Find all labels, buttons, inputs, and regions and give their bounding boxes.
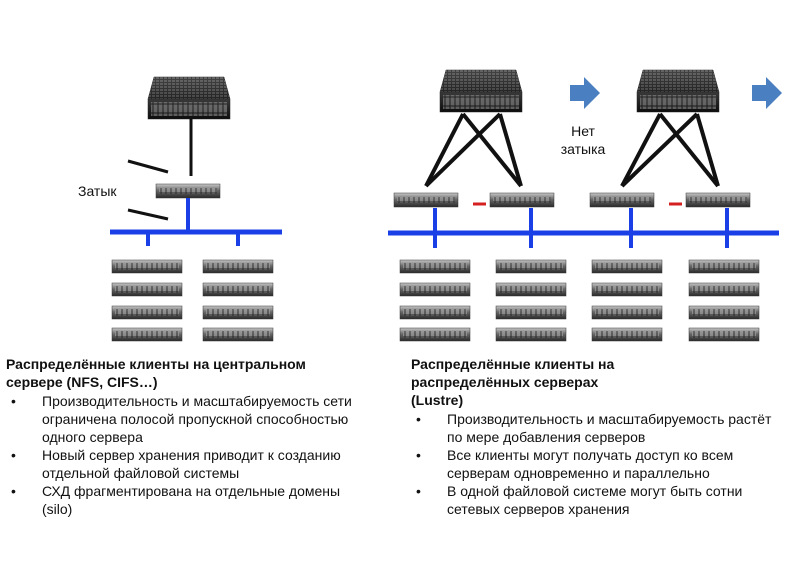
bottleneck-pointer-line: [127, 208, 169, 221]
server-icon: [685, 192, 751, 208]
client-node-icon: [495, 282, 567, 297]
client-nodes-right: [399, 259, 760, 342]
right-description: Распределённые клиенты на распределённых…: [411, 355, 783, 518]
right-bullet-list: •Производительность и масштабируемость р…: [416, 410, 777, 518]
left-bullet-list: •Производительность и масштабируемость с…: [11, 392, 361, 518]
bottleneck-label: Затык: [78, 183, 117, 199]
network-drops: [433, 208, 729, 248]
client-node-icon: [688, 259, 760, 274]
client-node-icon: [202, 327, 274, 342]
client-node-icon: [688, 305, 760, 320]
left-description: Распределённые клиенты на центральном се…: [6, 355, 361, 518]
storage-enclosure-icon: [439, 69, 523, 113]
list-item: •Производительность и масштабируемость с…: [11, 393, 352, 445]
client-node-icon: [591, 327, 663, 342]
bottleneck-pointer-line: [127, 159, 169, 174]
client-node-icon: [202, 259, 274, 274]
list-item: •Все клиенты могут получать доступ ко вс…: [416, 447, 734, 481]
client-node-icon: [202, 282, 274, 297]
list-item: •В одной файловой системе могут быть сот…: [416, 483, 743, 517]
client-node-icon: [688, 282, 760, 297]
client-node-icon: [399, 259, 471, 274]
client-nodes-left: [111, 259, 274, 342]
arrow-right-icon: [752, 77, 782, 109]
server-icon: [155, 183, 221, 199]
client-node-icon: [111, 327, 183, 342]
client-node-icon: [688, 327, 760, 342]
server-icon: [589, 192, 655, 208]
client-node-icon: [495, 327, 567, 342]
client-node-icon: [399, 282, 471, 297]
client-node-icon: [591, 282, 663, 297]
client-node-icon: [111, 259, 183, 274]
arrow-right-icon: [570, 77, 600, 109]
client-node-icon: [202, 305, 274, 320]
client-node-icon: [495, 305, 567, 320]
client-node-icon: [111, 282, 183, 297]
client-node-icon: [591, 259, 663, 274]
server-icon: [489, 192, 555, 208]
left-heading: Распределённые клиенты на центральном се…: [6, 356, 306, 390]
list-item: •Новый сервер хранения приводит к создан…: [11, 447, 341, 481]
right-heading: Распределённые клиенты на распределённых…: [411, 356, 615, 408]
client-node-icon: [495, 259, 567, 274]
no-bottleneck-label: Нет затыка: [560, 123, 606, 157]
client-node-icon: [399, 327, 471, 342]
client-node-icon: [591, 305, 663, 320]
right-diagram: [388, 69, 782, 342]
list-item: •СХД фрагментирована на отдельные домены…: [11, 483, 341, 517]
client-node-icon: [111, 305, 183, 320]
storage-enclosure-icon: [147, 76, 231, 120]
storage-cables: [424, 112, 720, 188]
server-icon: [393, 192, 459, 208]
storage-enclosure-icon: [636, 69, 720, 113]
client-node-icon: [399, 305, 471, 320]
left-diagram: [110, 76, 282, 342]
list-item: •Производительность и масштабируемость р…: [416, 411, 772, 445]
